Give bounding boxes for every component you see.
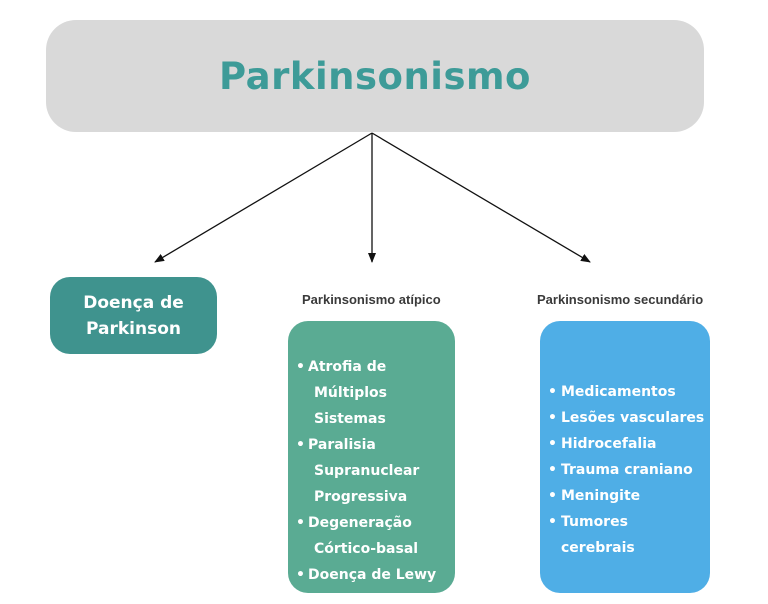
secondary-list: •Medicamentos •Lesões vasculares •Hidroc… (548, 379, 706, 561)
list-item: •Doença de Lewy (296, 562, 449, 588)
root-title: Parkinsonismo (219, 54, 531, 98)
list-item: •Lesões vasculares (548, 405, 706, 431)
bullet-icon: • (548, 410, 557, 426)
secondary-heading: Parkinsonismo secundário (537, 292, 704, 307)
bullet-icon: • (296, 437, 305, 453)
bullet-icon: • (548, 514, 557, 530)
list-item: •Atrofia de Múltiplos Sistemas (296, 354, 449, 432)
atypical-list: •Atrofia de Múltiplos Sistemas •Paralisi… (296, 354, 449, 588)
arrow-to-secondary (371, 132, 591, 263)
list-item: •Tumores cerebrais (548, 509, 706, 561)
bullet-icon: • (548, 462, 557, 478)
atypical-heading: Parkinsonismo atípico (302, 292, 441, 307)
arrow-to-parkinson (154, 132, 373, 263)
atypical-node: •Atrofia de Múltiplos Sistemas •Paralisi… (288, 321, 455, 593)
bullet-icon: • (548, 436, 557, 452)
bullet-icon: • (548, 488, 557, 504)
bullet-icon: • (296, 515, 305, 531)
parkinson-label: Doença de Parkinson (83, 292, 184, 339)
secondary-node: •Medicamentos •Lesões vasculares •Hidroc… (540, 321, 710, 593)
list-item: •Hidrocefalia (548, 431, 706, 457)
bullet-icon: • (548, 384, 557, 400)
bullet-icon: • (296, 567, 305, 583)
parkinson-node: Doença de Parkinson (50, 277, 217, 354)
list-item: •Meningite (548, 483, 706, 509)
list-item: •Trauma craniano (548, 457, 706, 483)
list-item: •Degeneração Córtico-basal (296, 510, 449, 562)
list-item: •Medicamentos (548, 379, 706, 405)
list-item: •Paralisia Supranuclear Progressiva (296, 432, 449, 510)
bullet-icon: • (296, 359, 305, 375)
root-node: Parkinsonismo (46, 20, 704, 132)
